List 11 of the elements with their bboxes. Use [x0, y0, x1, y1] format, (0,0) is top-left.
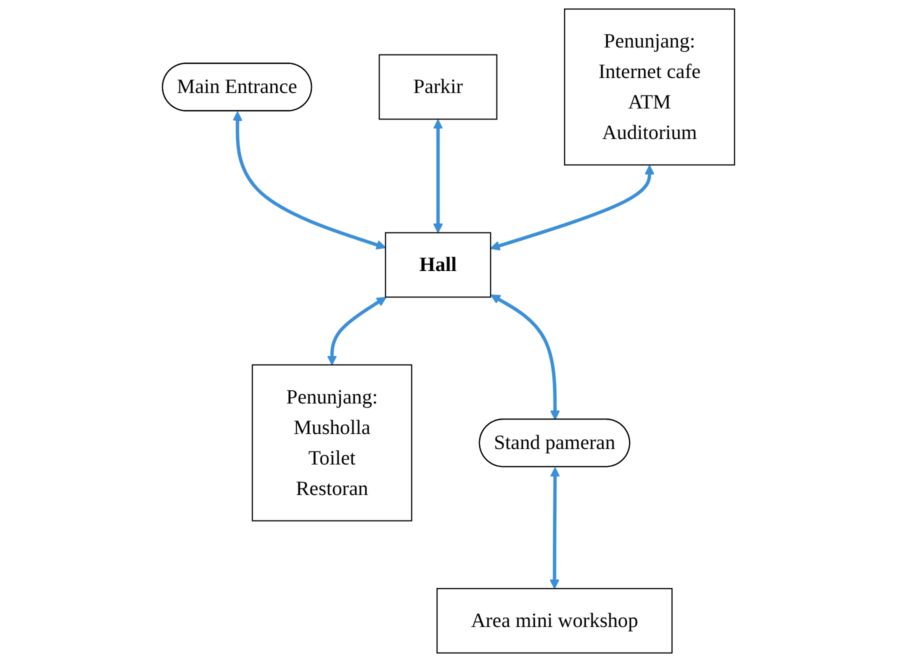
node-box: Area mini workshop [436, 588, 673, 654]
node-box: Hall [384, 232, 492, 298]
arrow [327, 296, 386, 366]
node-box: Penunjang: Internet cafe ATM Auditorium [564, 8, 736, 166]
arrow [550, 467, 560, 590]
arrow [490, 164, 655, 251]
arrow [490, 294, 560, 420]
arrow [433, 119, 444, 234]
node-box: Penunjang: Musholla Toilet Restoran [252, 364, 412, 522]
arrow [232, 111, 386, 250]
node-box: Parkir [378, 54, 498, 120]
